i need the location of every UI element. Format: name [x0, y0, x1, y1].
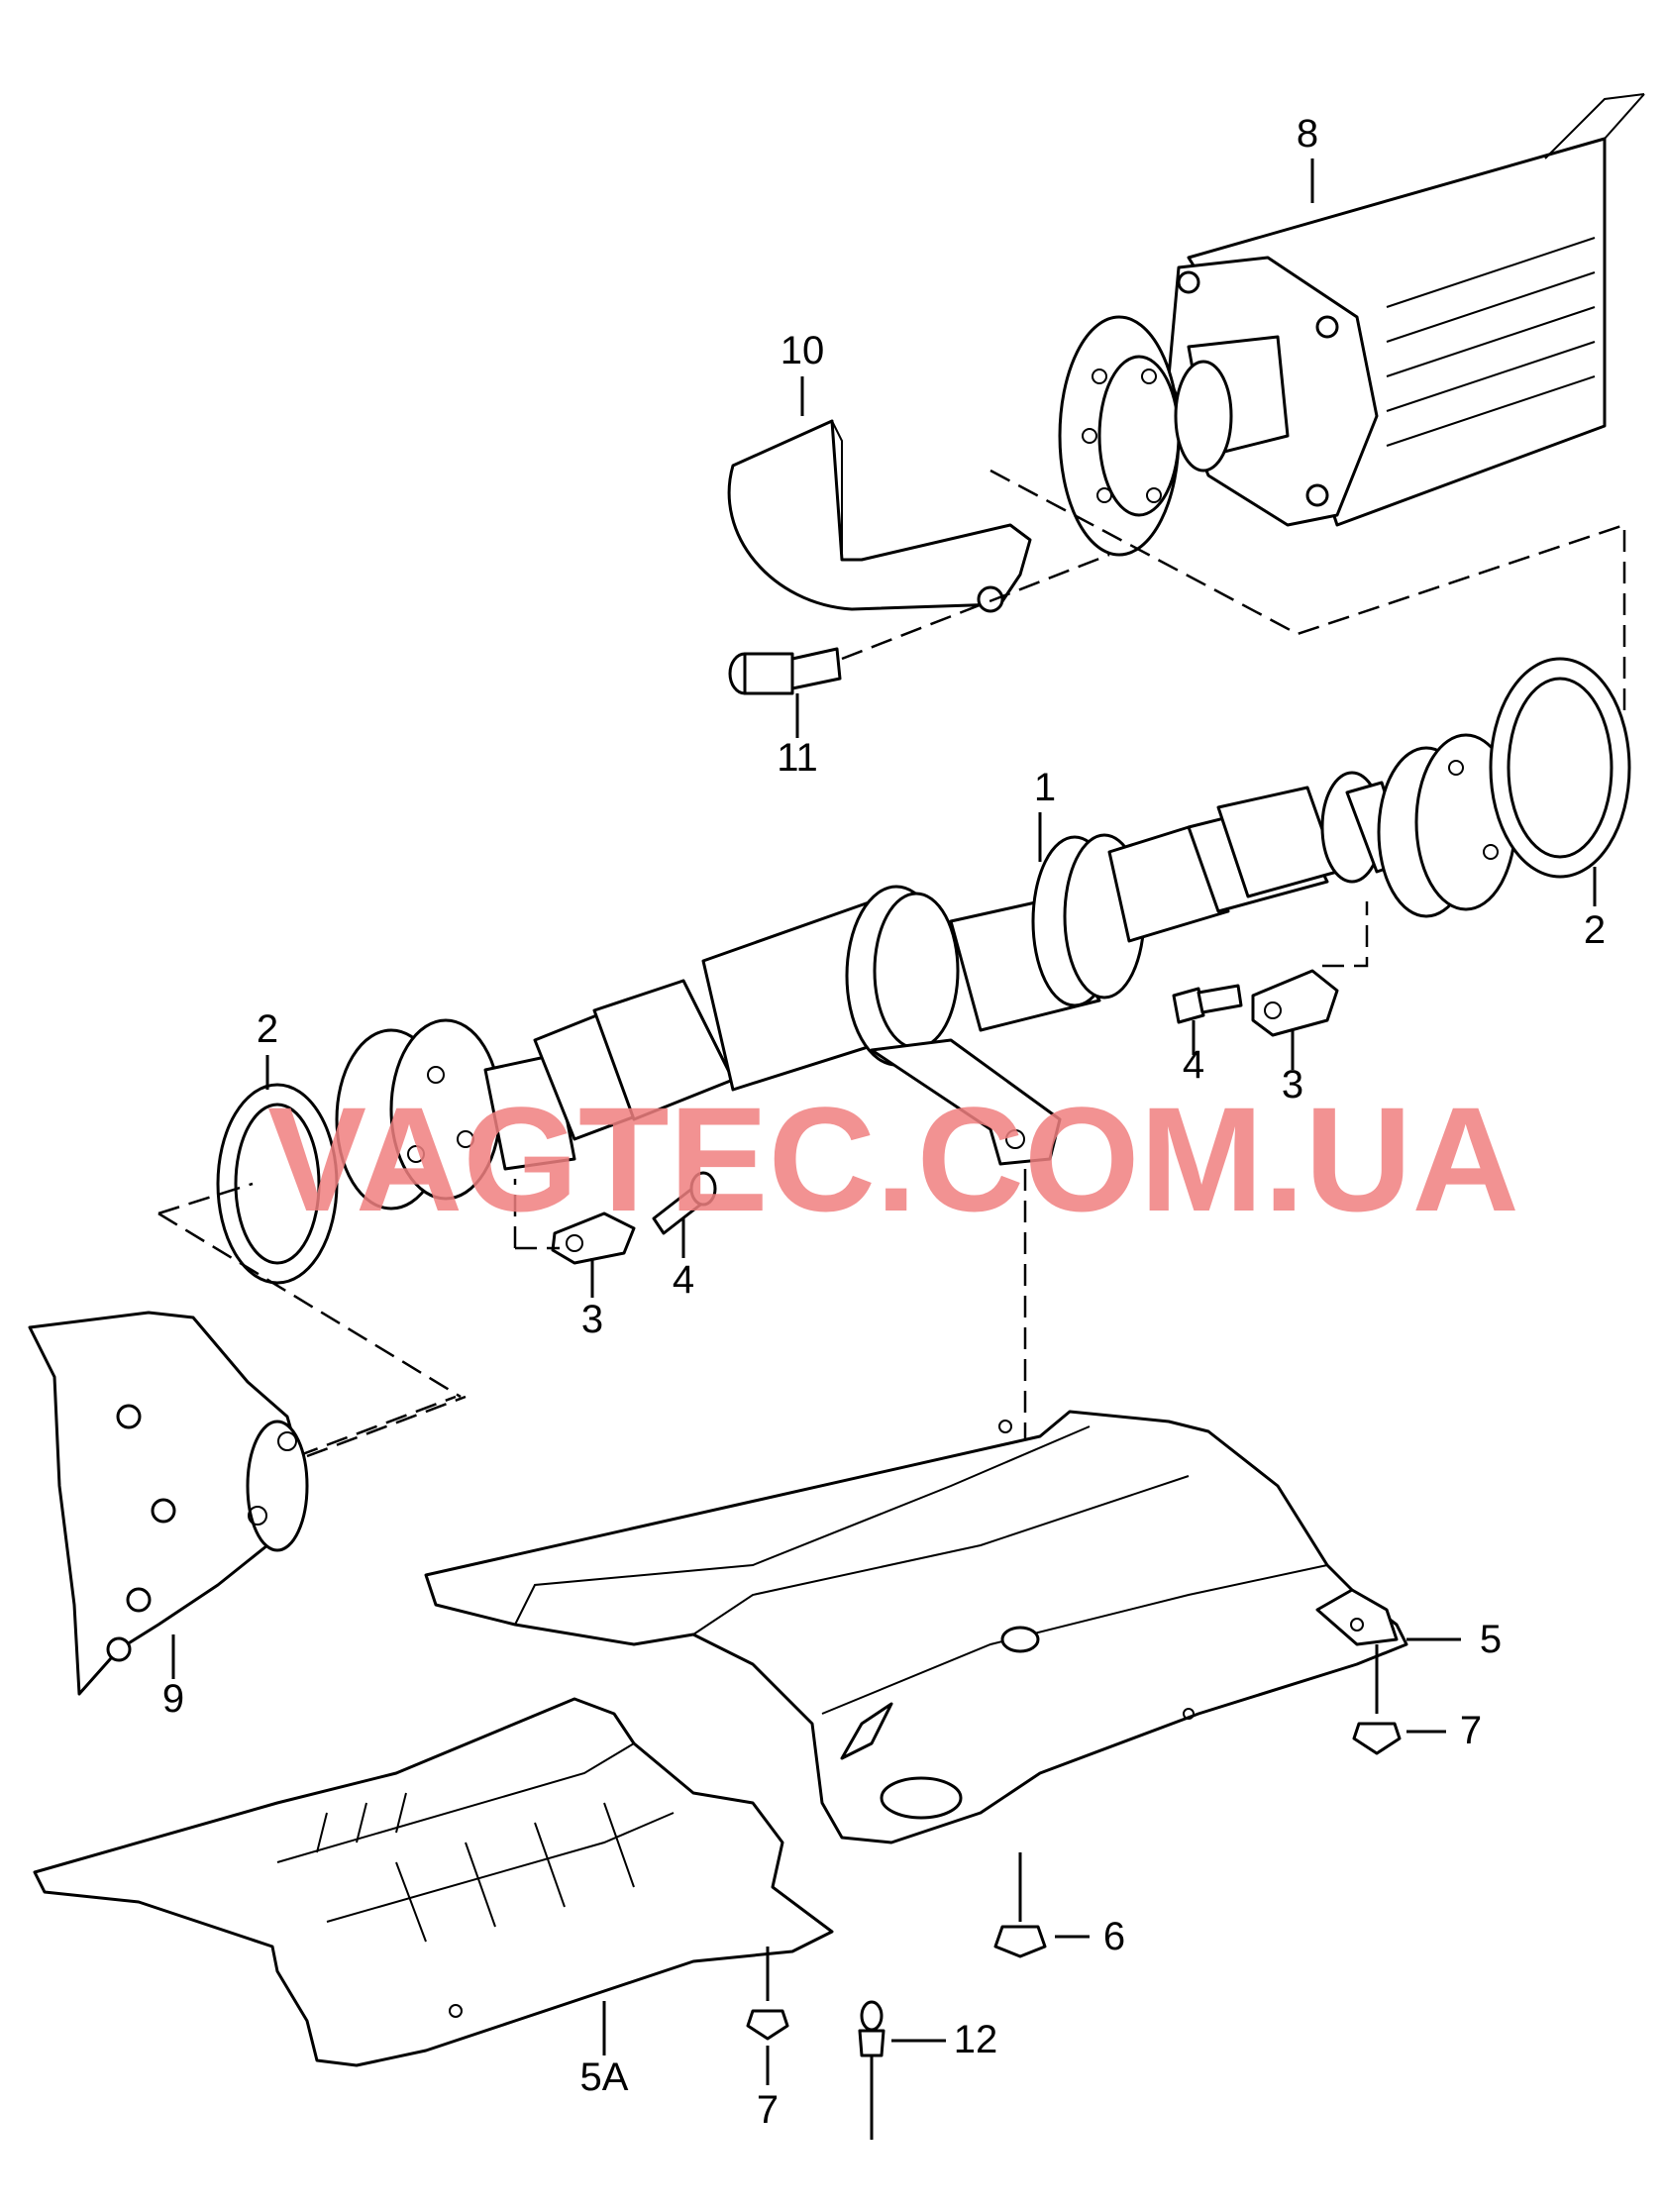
callout-2-left: 2 [257, 1007, 278, 1051]
callout-1: 1 [1034, 766, 1056, 809]
retaining-ring-left [216, 1083, 339, 1285]
callout-5a: 5A [580, 2055, 629, 2099]
nut-7-right [1352, 1644, 1402, 1755]
callout-10: 10 [780, 329, 825, 372]
bolt-4-left [652, 1171, 717, 1235]
output-flange [1058, 315, 1233, 557]
bolt-4-right [1172, 984, 1243, 1024]
callout-3-right: 3 [1282, 1063, 1303, 1106]
nut-7-left [746, 1947, 789, 2041]
heat-shield-5a [33, 1697, 834, 2067]
callout-3-left: 3 [581, 1298, 603, 1341]
callout-6: 6 [1103, 1915, 1125, 1958]
callout-7-right: 7 [1460, 1709, 1482, 1752]
callout-9: 9 [162, 1677, 184, 1721]
callout-8: 8 [1297, 112, 1318, 156]
callout-7-left: 7 [757, 2088, 779, 2132]
clamp-right [1251, 969, 1339, 1037]
callout-12: 12 [954, 2018, 998, 2061]
bolt-11 [728, 647, 842, 695]
heat-shield-main [424, 1410, 1408, 1844]
callout-11: 11 [777, 736, 818, 780]
propeller-shaft [335, 733, 1517, 1211]
retaining-ring-right [1489, 657, 1631, 879]
watermark: VAGTEC.COM.UA [267, 1076, 1519, 1242]
screw-6 [993, 1852, 1047, 1958]
final-drive-housing [28, 1311, 309, 1696]
callout-5: 5 [1480, 1618, 1502, 1661]
heat-shield-cover [727, 419, 1032, 613]
rivet-12 [858, 2000, 885, 2140]
callout-2-right: 2 [1584, 908, 1606, 952]
callout-4-right: 4 [1183, 1043, 1204, 1087]
clamp-left [551, 1211, 636, 1265]
transmission-housing [1167, 93, 1645, 527]
callout-4-left: 4 [673, 1258, 694, 1302]
